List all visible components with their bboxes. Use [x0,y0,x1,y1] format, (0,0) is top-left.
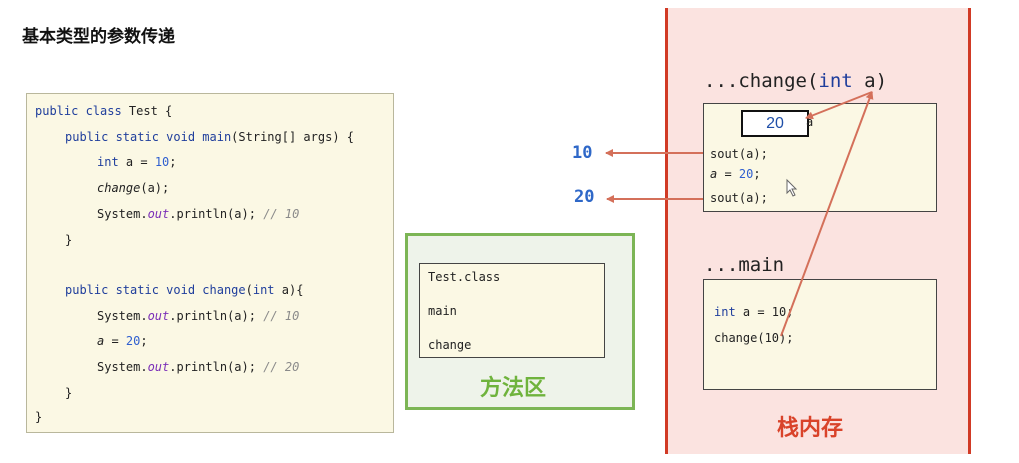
change-line-2: a = 20; [710,167,761,181]
variable-value-box: 20 [741,110,809,137]
code-line-10: System.out.println(a); // 20 [97,360,300,374]
code-line-9: a = 20; [97,334,148,348]
change-line-1: sout(a); [710,147,768,161]
method-area-item: Test.class [428,270,501,284]
code-line-11: } [65,386,73,400]
method-area-label: 方法区 [480,376,547,401]
main-line-2: change(10); [714,331,794,345]
variable-name-label: a [806,115,814,129]
output-value: 10 [572,143,593,163]
code-line-8: System.out.println(a); // 10 [97,309,300,323]
main-line-1: int a = 10; [714,305,794,319]
code-line-5: System.out.println(a); // 10 [97,207,300,221]
code-line-12: } [35,410,43,424]
code-line-2: public static void main(String[] args) { [65,130,354,144]
main-frame: int a = 10; change(10); [703,279,937,390]
code-line-1: public class Test { [35,104,173,118]
slide-title: 基本类型的参数传递 [22,27,175,47]
stack-memory-label: 栈内存 [777,416,844,441]
output-value: 20 [574,187,595,207]
code-line-6: } [65,233,73,247]
code-line-7: public static void change(int a){ [65,283,304,297]
code-line-3: int a = 10; [97,155,177,169]
main-frame-title: ...main [704,254,785,276]
change-frame: sout(a); a = 20; sout(a); [703,103,937,212]
class-info-box: Test.class main change [419,263,605,358]
method-area-item: main [428,304,457,318]
method-area-item: change [428,338,472,352]
change-line-3: sout(a); [710,191,768,205]
code-panel: public class Test { public static void m… [26,93,394,433]
change-frame-title: ...change(int a) [704,70,888,92]
code-line-4: change(a); [97,181,170,195]
